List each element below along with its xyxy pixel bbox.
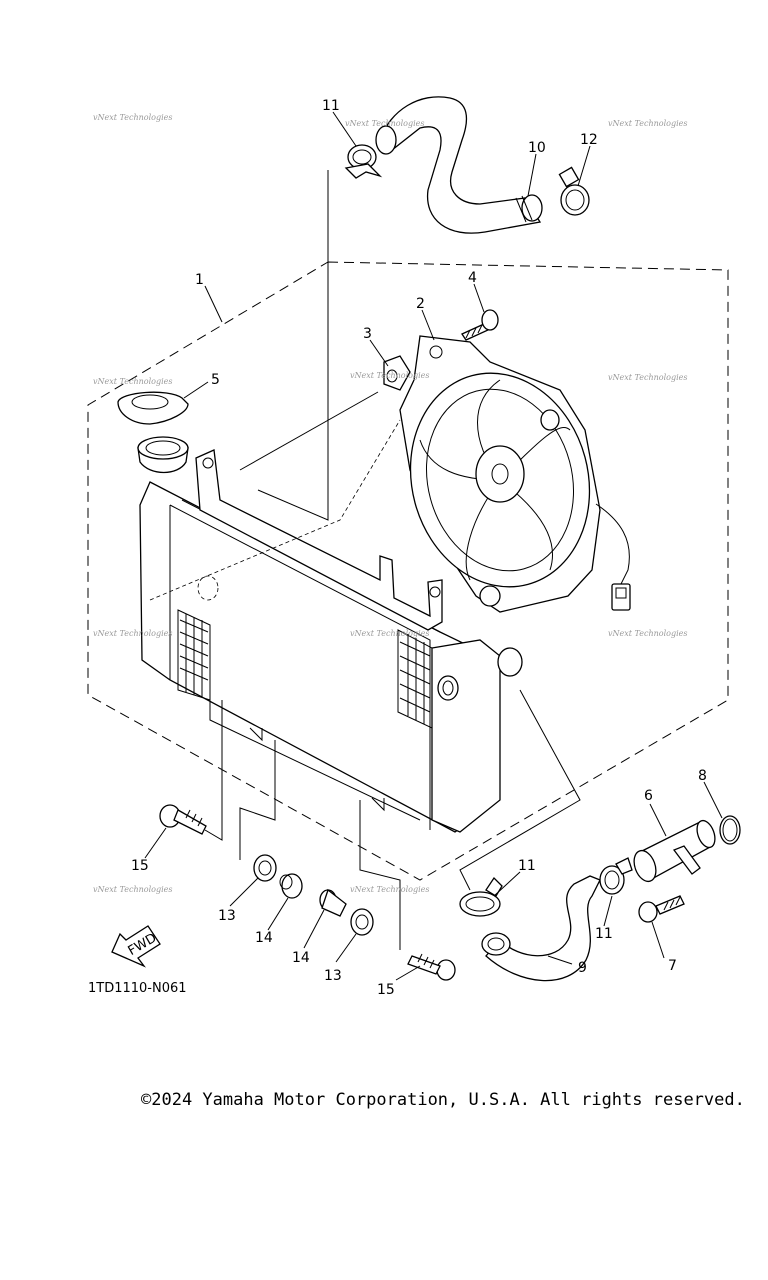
water-pipe-6 <box>633 819 716 883</box>
watermarks: vNext Technologies vNext Technologies vN… <box>93 113 687 894</box>
cooling-fan-assembly <box>399 335 631 613</box>
radiator-cap <box>117 391 189 474</box>
watermark-10: vNext Technologies <box>93 885 172 894</box>
callout-3: 3 <box>363 326 372 342</box>
callout-14-right: 14 <box>292 950 310 966</box>
grommet-13-left <box>253 854 277 882</box>
callout-6: 6 <box>644 788 653 804</box>
callout-11-top: 11 <box>322 98 340 114</box>
watermark-11: vNext Technologies <box>350 885 429 894</box>
collar-14-left <box>279 873 303 899</box>
callout-4: 4 <box>468 270 477 286</box>
callout-2: 2 <box>416 296 425 312</box>
radiator-parts-diagram: FWD 1TD1110-N061 11 10 12 1 2 4 3 5 6 8 … <box>87 96 741 998</box>
lower-radiator-hose <box>481 875 601 982</box>
drawing-code: 1TD1110-N061 <box>88 981 187 996</box>
callout-15-right: 15 <box>377 982 395 998</box>
fan-bolt-4 <box>461 309 499 341</box>
mounting-bolt-15-left <box>159 804 207 835</box>
grommet-13-right <box>350 908 374 936</box>
copyright-notice: ©2024 Yamaha Motor Corporation, U.S.A. A… <box>141 1090 745 1110</box>
hose-clamp-lower-left <box>459 876 503 917</box>
fwd-arrow-icon: FWD <box>111 925 161 968</box>
assembly-boundary <box>87 261 729 881</box>
watermark-3: vNext Technologies <box>608 119 687 128</box>
hose-clamp-top <box>344 144 383 179</box>
watermark-7: vNext Technologies <box>93 629 172 638</box>
callout-11-lower-right: 11 <box>595 926 613 942</box>
bolt-7 <box>638 895 685 923</box>
leader-lines <box>204 391 581 950</box>
callout-1: 1 <box>195 272 204 288</box>
watermark-4: vNext Technologies <box>93 377 172 386</box>
callout-8: 8 <box>698 768 707 784</box>
callout-12: 12 <box>580 132 598 148</box>
upper-radiator-hose <box>375 96 543 234</box>
callout-7: 7 <box>668 958 677 974</box>
callout-13-left: 13 <box>218 908 236 924</box>
hose-clamp-lower-right <box>599 857 633 895</box>
callout-11-lower-left: 11 <box>518 858 536 874</box>
callout-5: 5 <box>211 372 220 388</box>
collar-14-right <box>319 888 347 917</box>
callout-14-left: 14 <box>255 930 273 946</box>
radiator-core <box>139 419 523 833</box>
watermark-1: vNext Technologies <box>93 113 172 122</box>
watermark-6: vNext Technologies <box>608 373 687 382</box>
fan-nut-3 <box>383 355 411 391</box>
watermark-5: vNext Technologies <box>350 371 429 380</box>
mounting-bolt-15-right <box>407 953 456 981</box>
watermark-2: vNext Technologies <box>345 119 424 128</box>
watermark-9: vNext Technologies <box>608 629 687 638</box>
callout-13-right: 13 <box>324 968 342 984</box>
hose-clamp-12 <box>558 166 590 216</box>
o-ring-8 <box>719 815 741 845</box>
callout-9: 9 <box>578 960 587 976</box>
callout-leaders <box>144 111 723 981</box>
callout-labels: 11 10 12 1 2 4 3 5 6 8 7 9 11 11 15 13 1… <box>131 98 707 998</box>
watermark-8: vNext Technologies <box>350 629 429 638</box>
callout-15-left: 15 <box>131 858 149 874</box>
callout-10: 10 <box>528 140 546 156</box>
